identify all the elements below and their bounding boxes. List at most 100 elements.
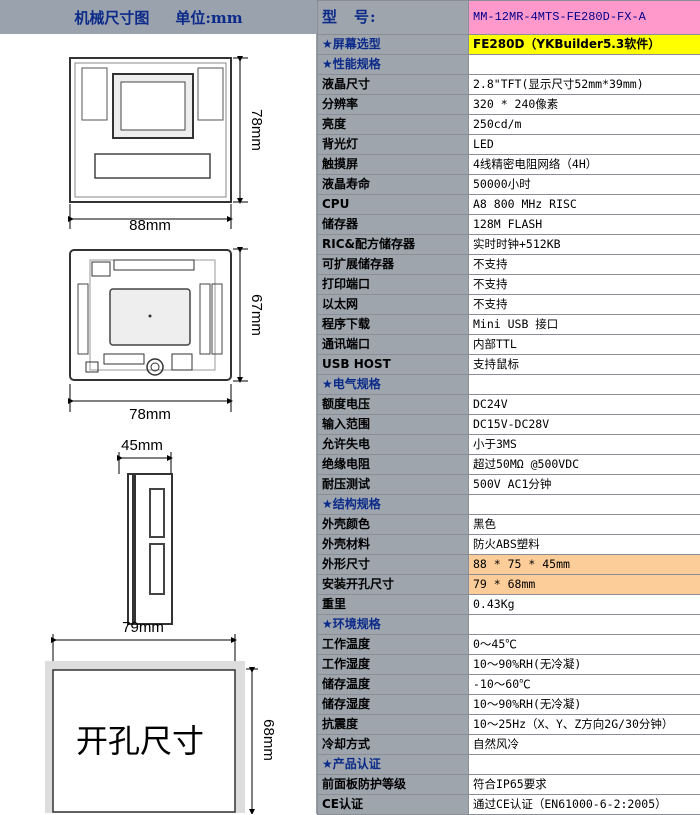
front-width-label: 88mm — [129, 217, 171, 234]
spec-value: 支持鼠标 — [469, 355, 700, 375]
spec-value: 黑色 — [469, 515, 700, 535]
spec-row: 打印端口不支持 — [318, 275, 700, 295]
spec-row: 通讯端口内部TTL — [318, 335, 700, 355]
spec-key: 背光灯 — [318, 135, 469, 155]
spec-value: 10～90%RH(无冷凝) — [469, 655, 700, 675]
section-row: ★电气规格 — [318, 375, 700, 395]
spec-row: 储存温度-10～60℃ — [318, 675, 700, 695]
spec-value: LED — [469, 135, 700, 155]
cutout-label: 开孔尺寸 — [76, 723, 204, 759]
spec-value: 通过CE认证（EN61000-6-2:2005） — [469, 795, 700, 815]
spec-value: 小于3MS — [469, 435, 700, 455]
spec-value: 250cd/m — [469, 115, 700, 135]
cut-height-label: 68mm — [260, 719, 277, 761]
spec-key: 通讯端口 — [318, 335, 469, 355]
side-depth-label: 45mm — [121, 437, 163, 454]
spec-value: 符合IP65要求 — [469, 775, 700, 795]
spec-value: FE280D（YKBuilder5.3软件） — [469, 35, 700, 55]
drawing-header: 机械尺寸图 单位:mm — [0, 0, 317, 34]
section-title: ★屏幕选型 — [318, 35, 469, 55]
mechanical-drawing-panel: 机械尺寸图 单位:mm 88mm — [0, 0, 317, 814]
spec-value: 128M FLASH — [469, 215, 700, 235]
spec-value: 不支持 — [469, 275, 700, 295]
model-key: 型 号: — [318, 1, 469, 35]
spec-value: 超过50MΩ @500VDC — [469, 455, 700, 475]
spec-value: -10～60℃ — [469, 675, 700, 695]
spec-key: 打印端口 — [318, 275, 469, 295]
spec-value: 自然风冷 — [469, 735, 700, 755]
spec-key: 液晶寿命 — [318, 175, 469, 195]
spec-row: 允许失电小于3MS — [318, 435, 700, 455]
spec-value: 实时时钟+512KB — [469, 235, 700, 255]
spec-row: 冷却方式自然风冷 — [318, 735, 700, 755]
section-title: ★电气规格 — [318, 375, 469, 395]
spec-key: 亮度 — [318, 115, 469, 135]
spec-value: A8 800 MHz RISC — [469, 195, 700, 215]
spec-value — [469, 755, 700, 775]
spec-key: 抗震度 — [318, 715, 469, 735]
spec-row: RIC&配方储存器实时时钟+512KB — [318, 235, 700, 255]
spec-key: 以太网 — [318, 295, 469, 315]
cut-width-label: 79mm — [122, 619, 164, 636]
spec-value — [469, 375, 700, 395]
spec-key: 工作湿度 — [318, 655, 469, 675]
spec-value: 500V AC1分钟 — [469, 475, 700, 495]
spec-key: 储存湿度 — [318, 695, 469, 715]
model-row: 型 号: MM-12MR-4MTS-FE280D-FX-A — [318, 1, 700, 35]
spec-value: 10～25Hz（X、Y、Z方向2G/30分钟） — [469, 715, 700, 735]
section-row: ★性能规格 — [318, 55, 700, 75]
model-value: MM-12MR-4MTS-FE280D-FX-A — [469, 1, 700, 35]
spec-value: 2.8"TFT(显示尺寸52mm*39mm) — [469, 75, 700, 95]
spec-row: 以太网不支持 — [318, 295, 700, 315]
spec-value — [469, 495, 700, 515]
spec-key: 液晶尺寸 — [318, 75, 469, 95]
spec-value: Mini USB 接口 — [469, 315, 700, 335]
spec-row: 可扩展储存器不支持 — [318, 255, 700, 275]
back-height-label: 67mm — [248, 294, 265, 336]
spec-value: 0.43Kg — [469, 595, 700, 615]
section-row: ★产品认证 — [318, 755, 700, 775]
spec-key: 冷却方式 — [318, 735, 469, 755]
drawing-unit: 单位:mm — [175, 7, 242, 28]
spec-value — [469, 55, 700, 75]
drawing-title: 机械尺寸图 — [74, 7, 149, 28]
spec-key: 触摸屏 — [318, 155, 469, 175]
spec-value: 4线精密电阻网络（4H） — [469, 155, 700, 175]
spec-key: 前面板防护等级 — [318, 775, 469, 795]
spec-value: 不支持 — [469, 255, 700, 275]
cutout-view: 79mm 开孔尺寸 68mm — [45, 619, 277, 813]
side-view: 45mm — [119, 437, 172, 624]
spec-value: 50000小时 — [469, 175, 700, 195]
spec-key: 储存器 — [318, 215, 469, 235]
spec-row: 外壳材料防火ABS塑料 — [318, 535, 700, 555]
spec-key: 外形尺寸 — [318, 555, 469, 575]
spec-key: 外壳材料 — [318, 535, 469, 555]
spec-key: 储存温度 — [318, 675, 469, 695]
spec-key: 重里 — [318, 595, 469, 615]
section-title: ★结构规格 — [318, 495, 469, 515]
spec-value: DC15V-DC28V — [469, 415, 700, 435]
section-row: ★环境规格 — [318, 615, 700, 635]
spec-row: 外壳颜色黑色 — [318, 515, 700, 535]
dimension-drawings: 88mm 78mm — [0, 34, 316, 814]
spec-value: 320 * 240像素 — [469, 95, 700, 115]
back-width-label: 78mm — [129, 406, 171, 423]
spec-key: 工作温度 — [318, 635, 469, 655]
spec-key: 输入范围 — [318, 415, 469, 435]
